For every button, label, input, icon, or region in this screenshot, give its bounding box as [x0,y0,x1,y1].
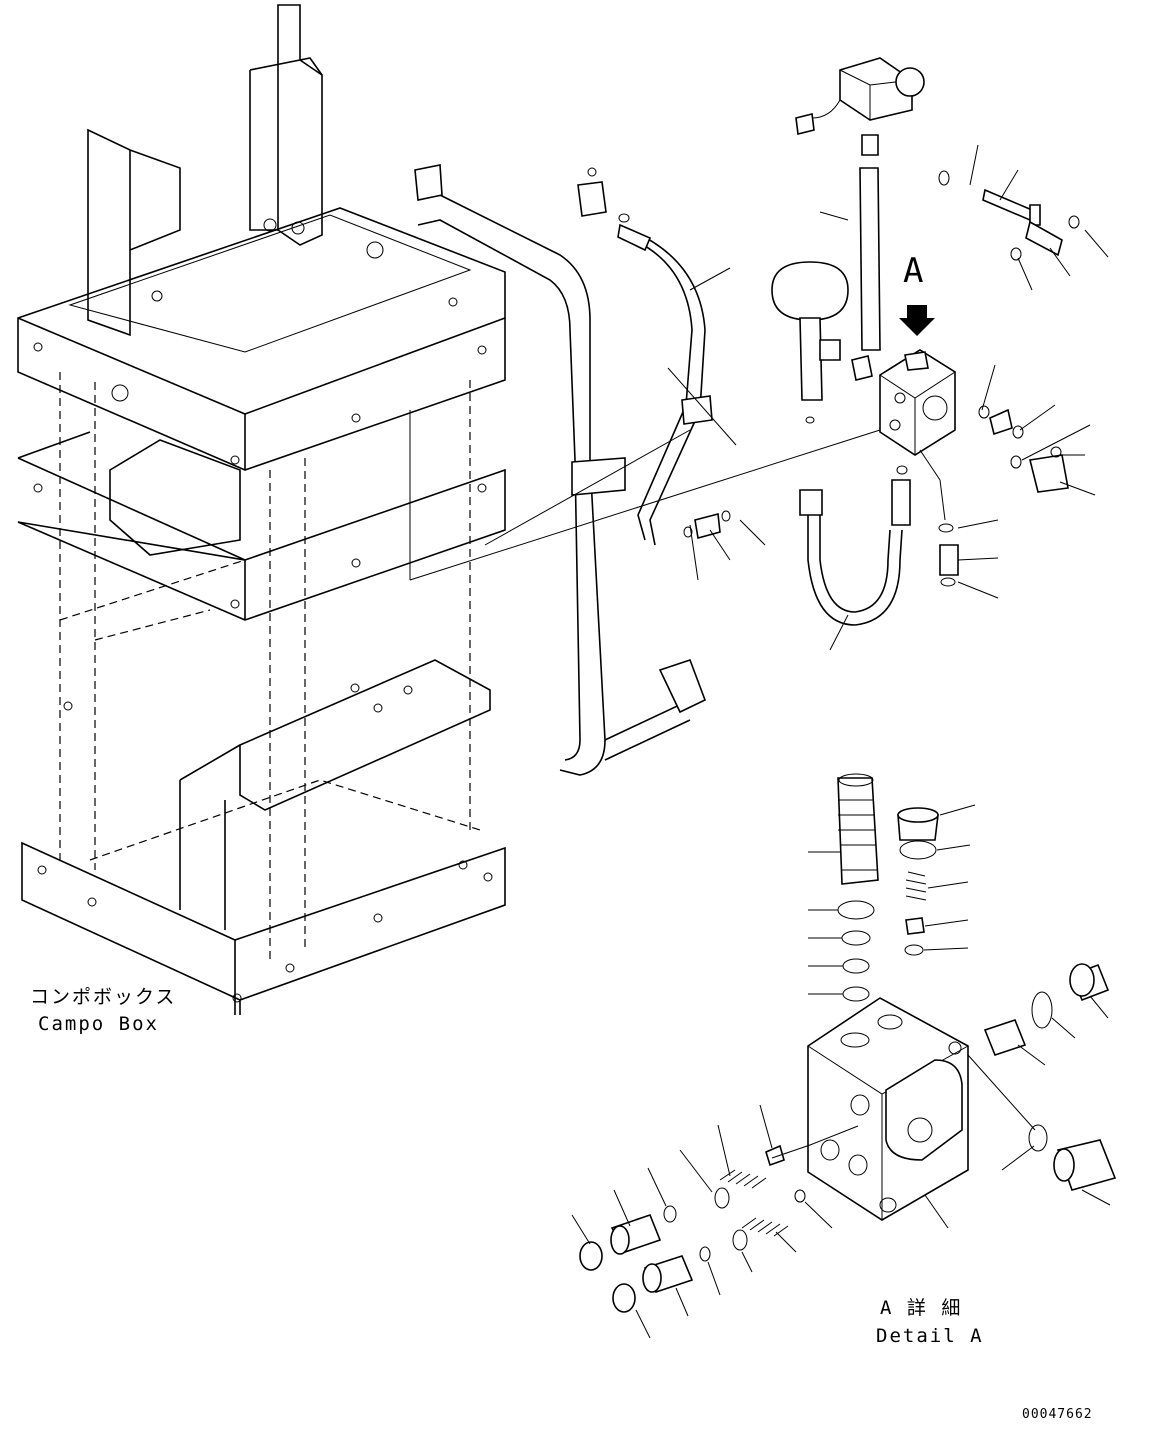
campo-box-label-en: Campo Box [38,1013,159,1035]
view-marker-label: A [903,251,923,291]
drawing-number: 00047662 [1022,1407,1093,1422]
hose-straight [851,167,881,381]
campo-box-label-jp: コンポボックス [30,986,176,1008]
leader-lines-detail [571,804,1111,1339]
campo-box-frame [17,4,506,1015]
solenoid-valve [795,57,925,156]
valve-block-assembled [879,349,956,456]
view-arrow-a: A [899,251,935,336]
hydraulic-pipe-loop [414,164,707,776]
detail-a-label-jp: A 詳 細 [880,1297,962,1319]
hose-lower [799,479,911,626]
detail-a-label-en: Detail A [876,1325,984,1347]
leader-lines-upper [409,144,1109,651]
fittings-right [896,170,1080,587]
detail-a-exploded-valve [579,773,1117,1313]
accumulator [771,261,849,424]
hose-assembly-upper [577,167,731,546]
